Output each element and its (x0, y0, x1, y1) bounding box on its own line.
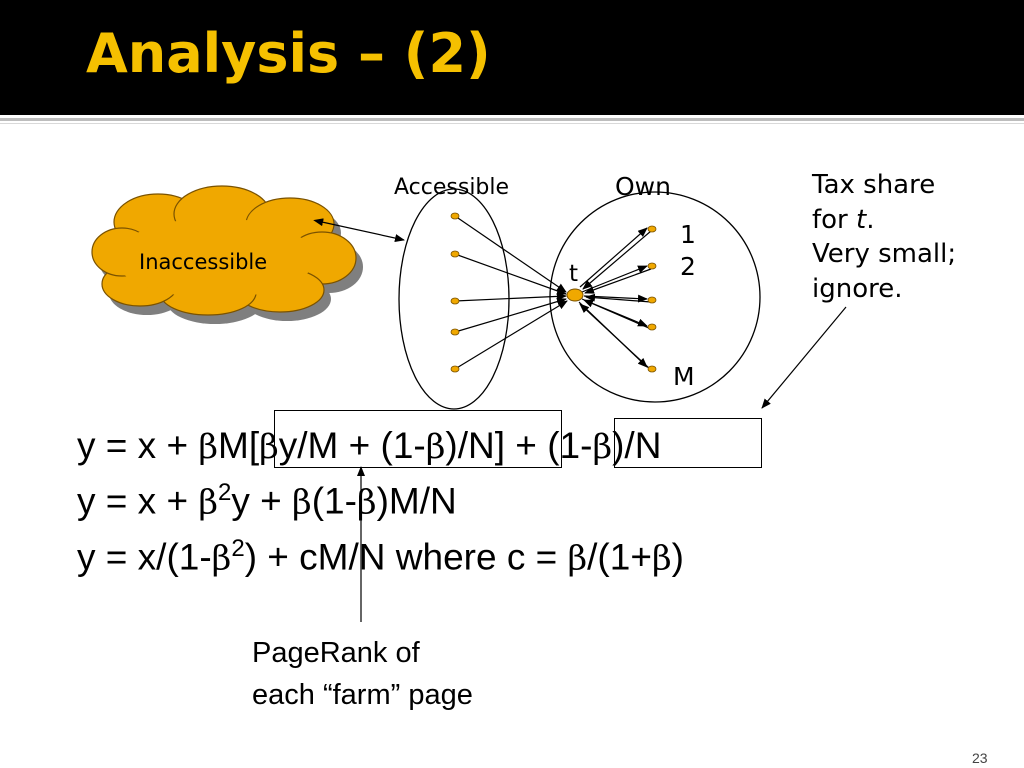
equation-1-box-farm (274, 410, 562, 468)
tax-note-line: for t. (812, 204, 875, 235)
own-node-label-2: 2 (680, 252, 696, 281)
title-divider-thin (0, 123, 1024, 124)
accessible-to-target-arrows (454, 215, 568, 370)
equation-1: y = x + βM[βy/M + (1-β)/N] + (1-β)/N (77, 425, 662, 467)
tax-note-line: ignore. (812, 273, 903, 304)
caption-line-2: each “farm” page (252, 679, 473, 711)
slide-number: 23 (972, 750, 988, 766)
own-to-target-arrows (579, 230, 652, 371)
own-label: Own (615, 172, 671, 201)
own-node (647, 323, 657, 331)
own-node-label-1: 1 (680, 220, 696, 249)
tax-note-line: Very small; (812, 239, 957, 269)
pagerank-caption: PageRank of each “farm” page (252, 632, 473, 716)
title-divider (0, 118, 1024, 121)
target-node (566, 288, 584, 302)
tax-note-t: t (856, 204, 867, 235)
cloud-label: Inaccessible (139, 250, 268, 274)
title-bar (0, 0, 1024, 115)
equation-1-box-tax (614, 418, 762, 468)
accessible-node (450, 297, 460, 305)
slide-title: Analysis – (2) (86, 22, 491, 85)
accessible-node (450, 328, 460, 336)
target-label: t (569, 261, 579, 287)
accessible-label: Accessible (394, 175, 510, 200)
own-node (647, 296, 657, 304)
equation-3: y = x/(1-β2) + cM/N where c = β/(1+β) (77, 535, 684, 579)
own-node-1 (647, 225, 657, 233)
cloud-fill-core (115, 218, 315, 298)
accessible-node (450, 250, 460, 258)
accessible-node (450, 212, 460, 220)
tax-note-line: Tax share (812, 170, 936, 200)
tax-note-arrow (761, 306, 847, 409)
accessible-node (450, 365, 460, 373)
own-node-label-m: M (673, 362, 695, 391)
own-nodes (647, 225, 657, 373)
own-node-m (647, 365, 657, 373)
accessible-nodes (450, 212, 460, 373)
cloud-accessible-arrow (313, 218, 405, 242)
caption-line-1: PageRank of (252, 637, 420, 669)
own-node-2 (647, 262, 657, 270)
tax-note: Tax share for t. Very small; ignore. (812, 168, 956, 306)
equation-2: y = x + β2y + β(1-β)M/N (77, 479, 457, 523)
